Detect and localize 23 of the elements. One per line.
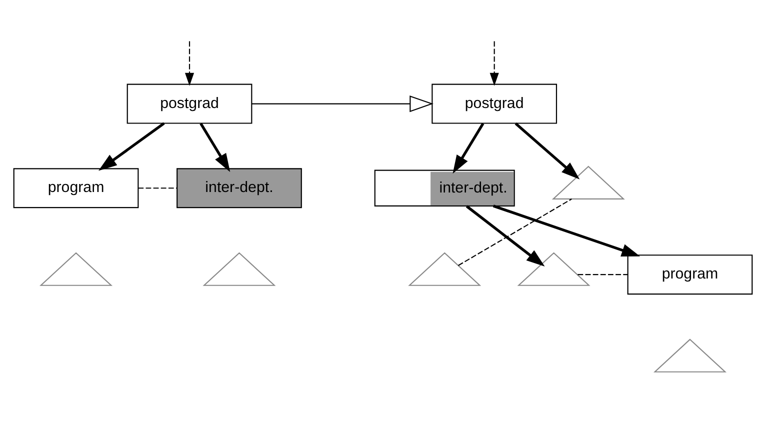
arrow xyxy=(184,40,194,86)
arrow xyxy=(465,204,544,266)
arrow xyxy=(489,40,498,86)
arrow xyxy=(514,122,580,179)
node-triangle xyxy=(516,252,590,286)
arrow xyxy=(492,204,640,256)
arrow xyxy=(452,122,484,174)
node-triangle xyxy=(408,252,481,286)
node-box: postgrad xyxy=(431,83,557,124)
node-triangle xyxy=(551,165,624,199)
arrow xyxy=(251,94,433,112)
node-box: inter-dept. xyxy=(176,168,302,208)
connector xyxy=(577,274,628,275)
node-triangle xyxy=(39,252,112,286)
node-box: program xyxy=(12,168,138,208)
node-triangle xyxy=(202,252,276,286)
node-box: postgrad xyxy=(126,83,252,124)
connector xyxy=(458,198,572,266)
node-box: program xyxy=(626,254,752,294)
arrow xyxy=(98,122,164,170)
arrow xyxy=(199,122,230,172)
node-triangle xyxy=(652,338,726,372)
connector xyxy=(138,187,176,188)
